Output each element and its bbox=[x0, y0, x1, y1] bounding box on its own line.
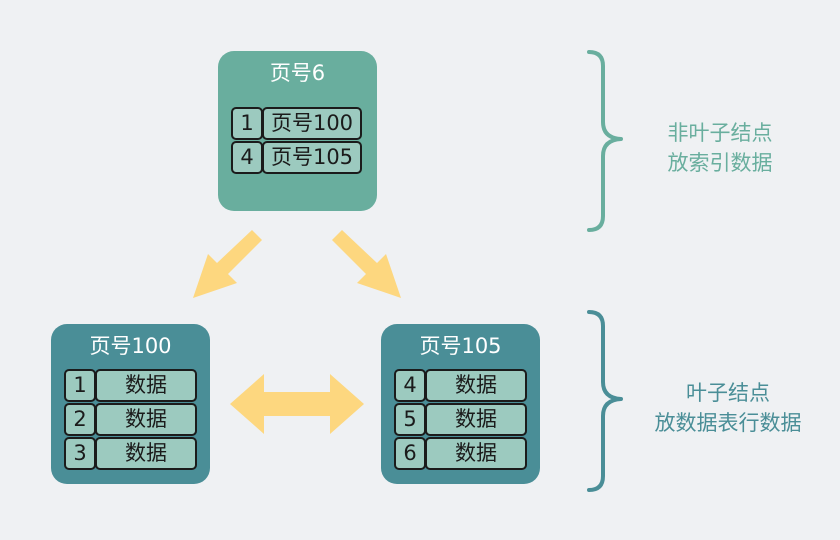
arrow-root-to-left-leaf bbox=[193, 230, 262, 298]
leaf-left-row-3-key: 3 bbox=[64, 437, 96, 470]
brace-leaf bbox=[587, 310, 623, 492]
arrow-root-to-right-leaf bbox=[332, 230, 401, 298]
brace-leaf-path bbox=[587, 310, 623, 492]
root-row-1: 1 页号100 bbox=[231, 107, 362, 140]
leaf-right-row-2-data: 数据 bbox=[425, 403, 527, 436]
leaf-left-row-2: 2 数据 bbox=[64, 403, 197, 436]
arrow-between-leaves bbox=[230, 374, 364, 434]
leaf-right-row-1: 4 数据 bbox=[394, 369, 527, 402]
leaf-left-row-2-data: 数据 bbox=[95, 403, 197, 436]
leaf-left-row-1: 1 数据 bbox=[64, 369, 197, 402]
leaf-node-right: 页号105 4 数据 5 数据 6 数据 bbox=[381, 324, 540, 484]
leaf-right-row-3-data: 数据 bbox=[425, 437, 527, 470]
leaf-description: 叶子结点 放数据表行数据 bbox=[630, 378, 826, 438]
leaf-right-row-3: 6 数据 bbox=[394, 437, 527, 470]
root-row-1-key: 1 bbox=[231, 107, 263, 140]
non-leaf-description-line-1: 非叶子结点 bbox=[667, 121, 773, 145]
root-node-title: 页号6 bbox=[269, 61, 326, 85]
brace-non-leaf bbox=[587, 50, 623, 232]
leaf-right-row-2: 5 数据 bbox=[394, 403, 527, 436]
leaf-node-left: 页号100 1 数据 2 数据 3 数据 bbox=[51, 324, 210, 484]
arrow-between-leaves-shape bbox=[230, 374, 364, 434]
non-leaf-description: 非叶子结点 放索引数据 bbox=[640, 118, 800, 178]
root-row-2: 4 页号105 bbox=[231, 141, 362, 174]
arrow-root-to-left-leaf-shape bbox=[193, 230, 262, 298]
leaf-right-row-1-data: 数据 bbox=[425, 369, 527, 402]
leaf-right-row-1-key: 4 bbox=[394, 369, 426, 402]
arrow-root-to-right-leaf-shape bbox=[332, 230, 401, 298]
root-node: 页号6 1 页号100 4 页号105 bbox=[218, 51, 377, 211]
leaf-left-row-1-data: 数据 bbox=[95, 369, 197, 402]
leaf-description-line-2: 放数据表行数据 bbox=[654, 411, 802, 435]
leaf-right-row-2-key: 5 bbox=[394, 403, 426, 436]
root-row-2-pointer: 页号105 bbox=[262, 141, 362, 174]
leaf-left-row-2-key: 2 bbox=[64, 403, 96, 436]
non-leaf-description-line-2: 放索引数据 bbox=[667, 151, 773, 175]
leaf-node-right-title: 页号105 bbox=[419, 334, 502, 358]
leaf-left-row-3-data: 数据 bbox=[95, 437, 197, 470]
leaf-description-line-1: 叶子结点 bbox=[686, 381, 770, 405]
leaf-right-row-3-key: 6 bbox=[394, 437, 426, 470]
leaf-left-row-3: 3 数据 bbox=[64, 437, 197, 470]
brace-non-leaf-path bbox=[587, 50, 623, 232]
root-row-1-pointer: 页号100 bbox=[262, 107, 362, 140]
leaf-node-left-title: 页号100 bbox=[89, 334, 172, 358]
root-row-2-key: 4 bbox=[231, 141, 263, 174]
leaf-left-row-1-key: 1 bbox=[64, 369, 96, 402]
